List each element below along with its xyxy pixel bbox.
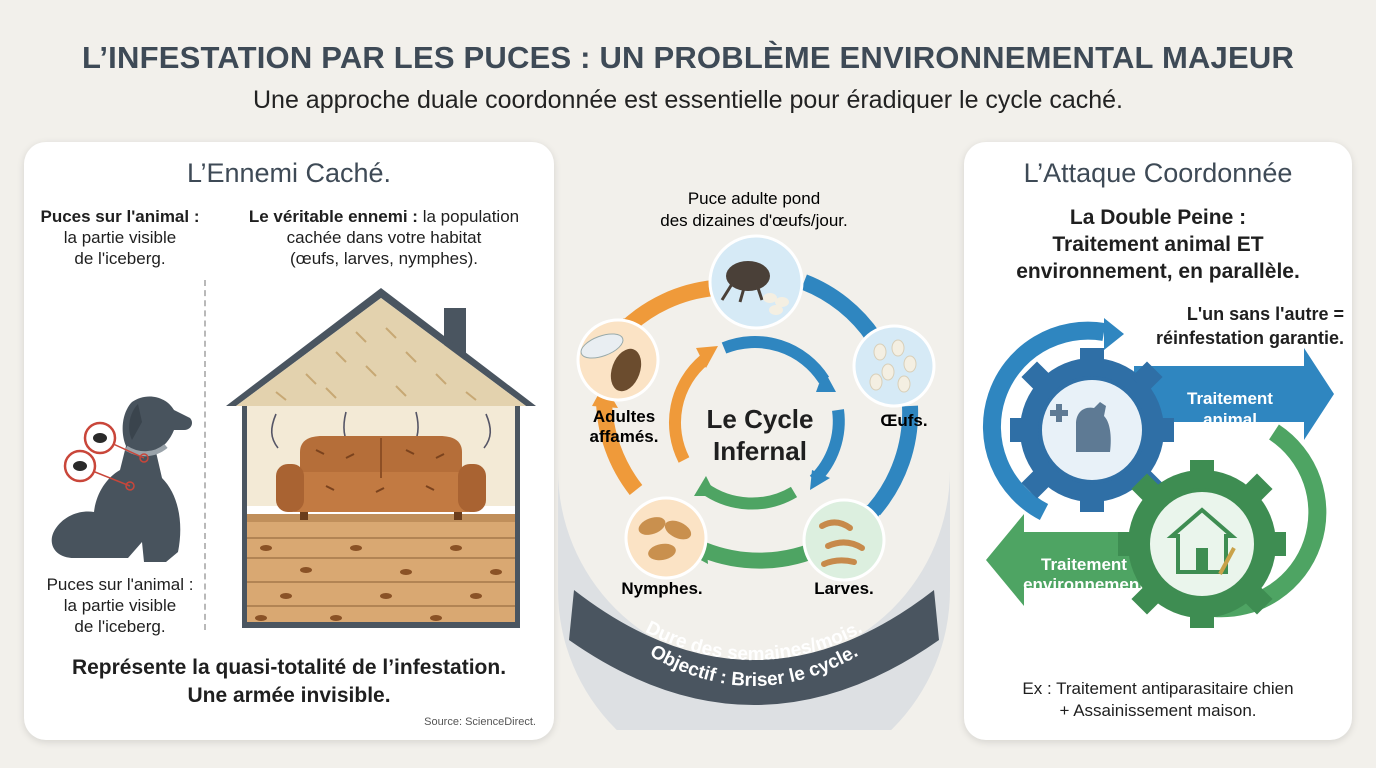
cycle-banner <box>569 590 939 705</box>
top-caption-line1: Puce adulte pond <box>688 189 820 208</box>
heading-line2: Traitement animal ET <box>1052 233 1264 256</box>
enemy-label-rest: la population <box>417 207 520 226</box>
green-gear-icon <box>1118 460 1286 628</box>
animal-label-bottom-line3: de l'iceberg. <box>74 617 166 636</box>
heading-line3: environnement, en parallèle. <box>1016 260 1300 283</box>
eggs-icon <box>852 324 936 408</box>
ring-arrow-orange-left <box>596 399 643 495</box>
arrow-blue-line2: animal <box>1203 410 1257 429</box>
stage-nymphs-label: Nymphes. <box>621 579 702 598</box>
animal-label-top: Puces sur l'animal : la partie visible d… <box>30 206 210 269</box>
arrow-green-line2: environnement <box>1023 575 1145 594</box>
double-peine-heading: La Double Peine : Traitement animal ET e… <box>964 204 1352 285</box>
arrow-blue-line1: Traitement <box>1187 389 1273 408</box>
stage-larvae-label: Larves. <box>814 579 874 598</box>
cycle-center-line2: Infernal <box>713 436 807 466</box>
enemy-label-strong: Le véritable ennemi : <box>248 207 418 226</box>
cycle-center-line1: Le Cycle <box>707 404 814 434</box>
dashed-divider <box>204 280 206 630</box>
heading-line1: La Double Peine : <box>1069 206 1247 229</box>
blue-curved-arrow <box>982 321 1106 520</box>
enemy-label-line2: cachée dans votre habitat <box>286 228 482 247</box>
animal-label-bottom-line1: Puces sur l'animal : <box>46 575 194 594</box>
page-title: L’INFESTATION PAR LES PUCES : UN PROBLÈM… <box>81 40 1295 75</box>
flea-cycle-diagram: Dure des semaines/mois. Objectif : Brise… <box>558 189 950 730</box>
footer-line2: Une armée invisible. <box>187 684 391 707</box>
stage-eggs-label: Œufs. <box>880 411 927 430</box>
warning-line1: L'un sans l'autre = <box>1186 304 1344 324</box>
enemy-label: Le véritable ennemi : la population cach… <box>224 206 544 269</box>
ring-arrow-blue-right <box>867 405 919 516</box>
enemy-label-line3: (œufs, larves, nymphes). <box>290 249 478 268</box>
animal-label-bottom-line2: la partie visible <box>63 596 177 615</box>
example-line1: Ex : Traitement antiparasitaire chien <box>1022 679 1294 698</box>
stage-adults-line1: Adultes <box>593 407 655 426</box>
nymphs-icon <box>624 496 708 580</box>
right-panel-title: L’Attaque Coordonnée <box>1023 158 1293 188</box>
warning-line2: réinfestation garantie. <box>1155 328 1344 348</box>
warning-text: L'un sans l'autre = réinfestation garant… <box>1114 302 1344 350</box>
right-panel: L’Attaque Coordonnée La Double Peine : T… <box>964 142 1352 740</box>
example-line2: + Assainissement maison. <box>1059 701 1257 720</box>
blue-arrow-animal <box>1134 348 1334 440</box>
example-text: Ex : Traitement antiparasitaire chien + … <box>964 678 1352 722</box>
stage-adults-line2: affamés. <box>590 427 659 446</box>
footer-line1: Représente la quasi-totalité de l’infest… <box>71 656 507 679</box>
left-panel-footer: Représente la quasi-totalité de l’infest… <box>24 654 554 710</box>
ring-arrow-blue-top <box>800 274 881 343</box>
dog-silhouette-icon <box>51 396 193 562</box>
animal-label-bottom: Puces sur l'animal : la partie visible d… <box>30 574 210 637</box>
top-caption-line2: des dizaines d'œufs/jour. <box>660 211 848 230</box>
left-panel-title: L’Ennemi Caché. <box>186 158 392 188</box>
page-subtitle: Une approche duale coordonnée est essent… <box>252 86 1123 114</box>
coordinated-gears-diagram: Traitement animal Traitement environneme… <box>982 318 1334 628</box>
source-note: Source: ScienceDirect. <box>424 716 536 728</box>
animal-label-strong: Puces sur l'animal : <box>40 207 200 226</box>
infested-house-illustration <box>226 288 536 628</box>
left-panel: L’Ennemi Caché. Puces sur l'animal : la … <box>24 142 554 740</box>
animal-label-line3: de l'iceberg. <box>74 249 166 268</box>
arrow-green-line1: Traitement <box>1041 555 1127 574</box>
animal-label-line2: la partie visible <box>63 228 177 247</box>
